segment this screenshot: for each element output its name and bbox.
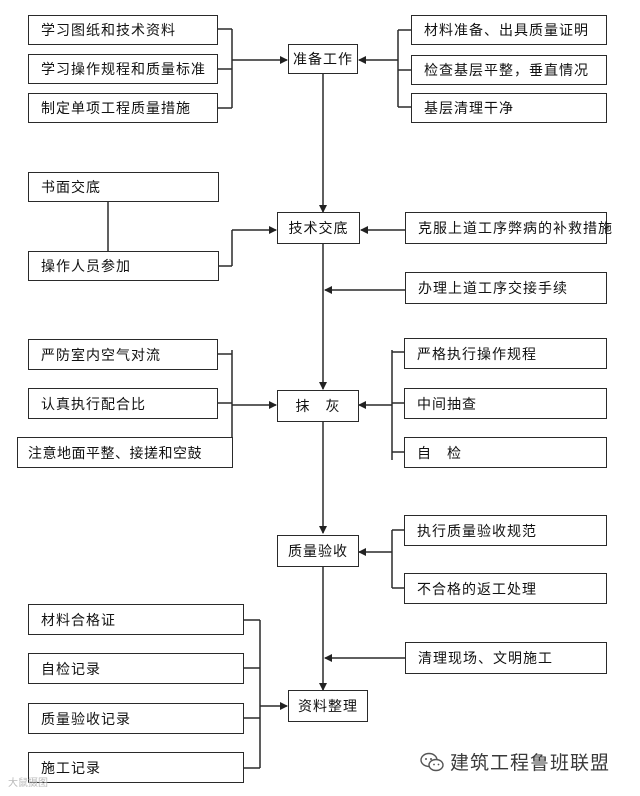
node-plaster: 抹 灰 — [277, 390, 359, 422]
prep-left-2: 学习操作规程和质量标准 — [28, 54, 218, 84]
node-docs: 资料整理 — [288, 690, 368, 722]
tech-right-2: 办理上道工序交接手续 — [405, 272, 607, 304]
tech-left-2: 操作人员参加 — [28, 251, 219, 281]
watermark-text: 建筑工程鲁班联盟 — [450, 752, 611, 774]
plaster-left-2: 认真执行配合比 — [28, 388, 218, 419]
wechat-icon — [420, 752, 444, 771]
plaster-right-1: 严格执行操作规程 — [404, 338, 607, 369]
plaster-right-2: 中间抽查 — [404, 388, 607, 419]
tech-right-1: 克服上道工序弊病的补救措施 — [405, 212, 612, 244]
cleanup-box: 清理现场、文明施工 — [405, 642, 607, 674]
prep-left-3: 制定单项工程质量措施 — [28, 93, 218, 123]
prep-right-3: 基层清理干净 — [411, 93, 607, 123]
plaster-left-1: 严防室内空气对流 — [28, 339, 218, 370]
plaster-right-3: 自 检 — [404, 437, 607, 468]
node-quality: 质量验收 — [277, 535, 359, 567]
plaster-left-3: 注意地面平整、接搓和空鼓 — [17, 437, 233, 468]
prep-right-1: 材料准备、出具质量证明 — [411, 15, 607, 45]
quality-right-2: 不合格的返工处理 — [404, 573, 607, 604]
docs-left-4: 施工记录 — [28, 752, 244, 783]
tech-left-1: 书面交底 — [28, 172, 219, 202]
docs-left-2: 自检记录 — [28, 653, 244, 684]
docs-left-3: 质量验收记录 — [28, 703, 244, 734]
quality-right-1: 执行质量验收规范 — [404, 515, 607, 546]
node-prep: 准备工作 — [288, 44, 358, 74]
watermark: 建筑工程鲁班联盟 — [420, 748, 610, 775]
watermark-small: 大鼠摄图 — [8, 778, 48, 789]
prep-left-1: 学习图纸和技术资料 — [28, 15, 218, 45]
prep-right-2: 检查基层平整，垂直情况 — [411, 55, 607, 85]
node-tech: 技术交底 — [277, 212, 360, 244]
docs-left-1: 材料合格证 — [28, 604, 244, 635]
